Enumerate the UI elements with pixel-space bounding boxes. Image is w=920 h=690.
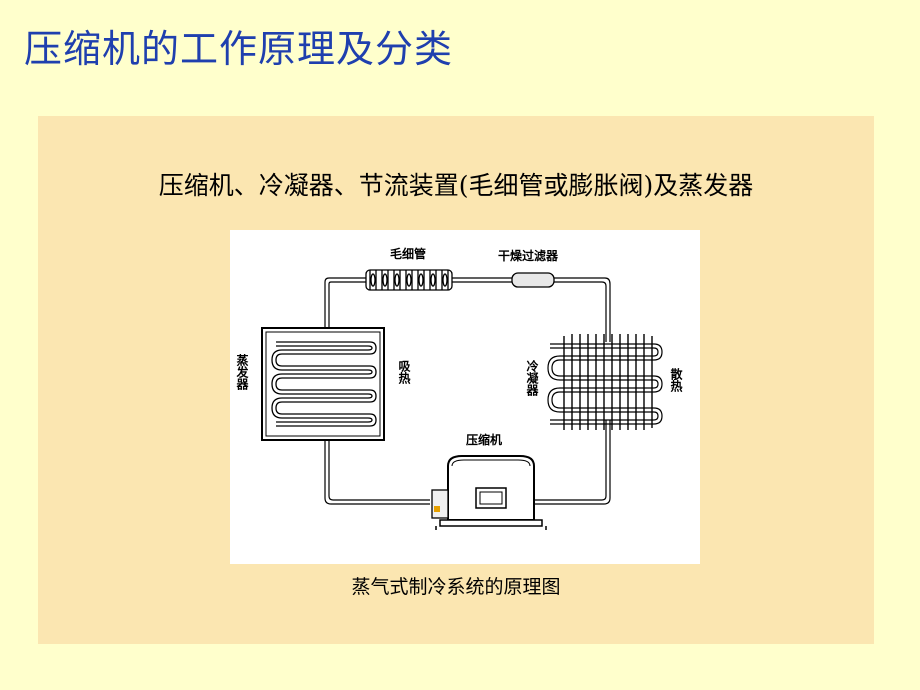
evaporator [261, 327, 385, 441]
diagram-caption: 蒸气式制冷系统的原理图 [351, 576, 561, 598]
dryer-filter [511, 272, 555, 288]
release-heat-label: 散热 [669, 367, 683, 393]
absorb-heat-label: 吸热 [397, 360, 411, 385]
piping [324, 277, 611, 505]
condenser [547, 334, 663, 430]
compressor [431, 455, 547, 530]
capillary-label: 毛细管 [390, 246, 426, 261]
capillary-coil [365, 269, 453, 291]
page-title: 压缩机的工作原理及分类 [24, 27, 454, 71]
subtitle: 压缩机、冷凝器、节流装置(毛细管或膨胀阀)及蒸发器 [158, 171, 754, 200]
condenser-label: 冷凝器 [525, 359, 539, 397]
compressor-label: 压缩机 [466, 432, 502, 447]
dryer-filter-label: 干燥过滤器 [498, 248, 559, 263]
content-panel: 压缩机、冷凝器、节流装置(毛细管或膨胀阀)及蒸发器 [38, 116, 874, 644]
refrigeration-diagram: 毛细管 干燥过滤器 压缩机 蒸发器 吸热 冷凝器 散热 [230, 230, 700, 564]
evaporator-label: 蒸发器 [235, 353, 249, 391]
